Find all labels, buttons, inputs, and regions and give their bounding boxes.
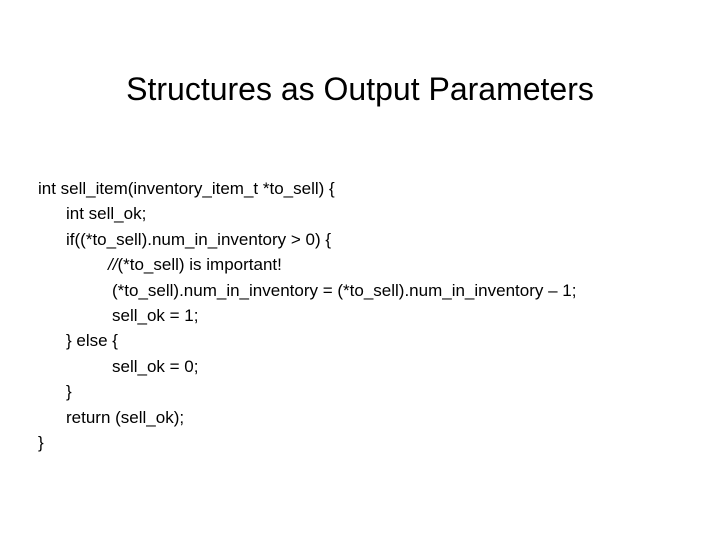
code-block: int sell_item(inventory_item_t *to_sell)… (38, 176, 708, 455)
comment-text: (*to_sell) is important! (117, 255, 282, 275)
code-line: sell_ok = 0; (112, 356, 199, 376)
code-line: sell_ok = 1; (112, 305, 199, 325)
code-line: int sell_item(inventory_item_t *to_sell)… (38, 179, 335, 198)
code-line: } else { (66, 331, 118, 351)
code-comment-line: //(*to_sell) is important! (38, 252, 708, 277)
code-line: return (sell_ok); (66, 407, 185, 427)
code-line: if((*to_sell).num_in_inventory > 0) { (66, 229, 332, 249)
comment-slashes: // (108, 255, 118, 275)
page-title: Structures as Output Parameters (126, 71, 594, 108)
code-line: int sell_ok; (66, 204, 147, 224)
code-line: (*to_sell).num_in_inventory = (*to_sell)… (112, 280, 577, 300)
code-line: } (38, 432, 44, 452)
code-line: } (66, 382, 72, 402)
